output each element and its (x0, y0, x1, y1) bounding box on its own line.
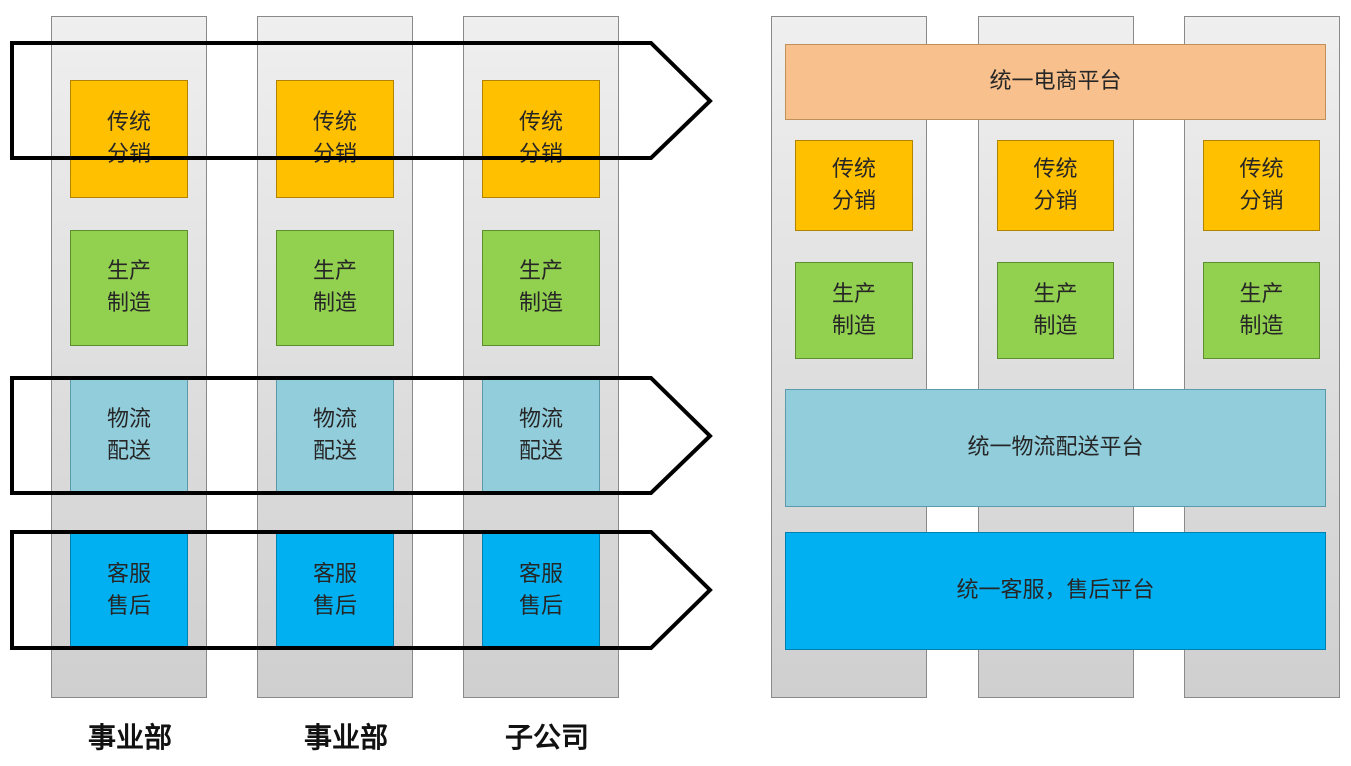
left-2-manufacturing-block: 生产 制造 (276, 230, 394, 346)
block-line-1: 客服 (106, 562, 151, 587)
right-1-manufacturing-block: 生产 制造 (795, 262, 913, 359)
block-line-1: 传统 (518, 110, 563, 135)
left-1-distribution-block: 传统 分销 (70, 80, 188, 198)
block-line-2: 配送 (518, 439, 563, 464)
left-2-logistics-block: 物流 配送 (276, 378, 394, 494)
block-line-1: 生产 (518, 259, 563, 284)
block-line-1: 生产 (1033, 281, 1078, 307)
unit-label-2: 事业部 (303, 721, 388, 754)
block-line-2: 配送 (106, 439, 151, 464)
block-line-1: 传统 (106, 110, 151, 135)
block-line-1: 物流 (312, 407, 357, 432)
block-line-2: 制造 (831, 313, 876, 339)
block-line-1: 生产 (312, 259, 357, 284)
left-2-service-block: 客服 售后 (276, 532, 394, 650)
left-1-logistics-block: 物流 配送 (70, 378, 188, 494)
block-line-2: 售后 (106, 594, 151, 619)
block-line-1: 生产 (831, 281, 876, 307)
block-line-2: 制造 (1239, 313, 1284, 339)
right-1-distribution-block: 传统 分销 (795, 140, 913, 231)
unified-service-platform: 统一客服，售后平台 (785, 532, 1326, 650)
block-line-2: 制造 (312, 291, 357, 316)
block-line-2: 分销 (1033, 188, 1078, 214)
left-3-logistics-block: 物流 配送 (482, 378, 600, 494)
block-line-1: 物流 (106, 407, 151, 432)
left-3-distribution-block: 传统 分销 (482, 80, 600, 198)
block-line-2: 售后 (312, 594, 357, 619)
block-line-1: 传统 (1239, 156, 1284, 182)
unit-label-1: 事业部 (87, 721, 172, 754)
unified-logistics-platform: 统一物流配送平台 (785, 389, 1326, 507)
block-line-1: 生产 (1239, 281, 1284, 307)
block-line-2: 分销 (831, 188, 876, 214)
unified-ecommerce-platform: 统一电商平台 (785, 44, 1326, 120)
block-line-2: 制造 (518, 291, 563, 316)
platform-label: 统一物流配送平台 (967, 435, 1144, 460)
left-1-service-block: 客服 售后 (70, 532, 188, 650)
block-line-2: 分销 (106, 142, 151, 167)
right-3-distribution-block: 传统 分销 (1203, 140, 1320, 231)
platform-label: 统一客服，售后平台 (956, 578, 1155, 603)
block-line-2: 售后 (518, 594, 563, 619)
unit-label-3: 子公司 (504, 721, 589, 754)
platform-label: 统一电商平台 (989, 69, 1122, 94)
block-line-2: 制造 (1033, 313, 1078, 339)
right-3-manufacturing-block: 生产 制造 (1203, 262, 1320, 359)
block-line-2: 制造 (106, 291, 151, 316)
block-line-1: 客服 (312, 562, 357, 587)
right-2-manufacturing-block: 生产 制造 (997, 262, 1114, 359)
block-line-2: 分销 (518, 142, 563, 167)
left-2-distribution-block: 传统 分销 (276, 80, 394, 198)
block-line-2: 配送 (312, 439, 357, 464)
left-3-manufacturing-block: 生产 制造 (482, 230, 600, 346)
left-3-service-block: 客服 售后 (482, 532, 600, 650)
block-line-1: 传统 (312, 110, 357, 135)
right-2-distribution-block: 传统 分销 (997, 140, 1114, 231)
block-line-2: 分销 (312, 142, 357, 167)
block-line-2: 分销 (1239, 188, 1284, 214)
block-line-1: 生产 (106, 259, 151, 284)
left-1-manufacturing-block: 生产 制造 (70, 230, 188, 346)
block-line-1: 物流 (518, 407, 563, 432)
block-line-1: 传统 (1033, 156, 1078, 182)
block-line-1: 客服 (518, 562, 563, 587)
block-line-1: 传统 (831, 156, 876, 182)
